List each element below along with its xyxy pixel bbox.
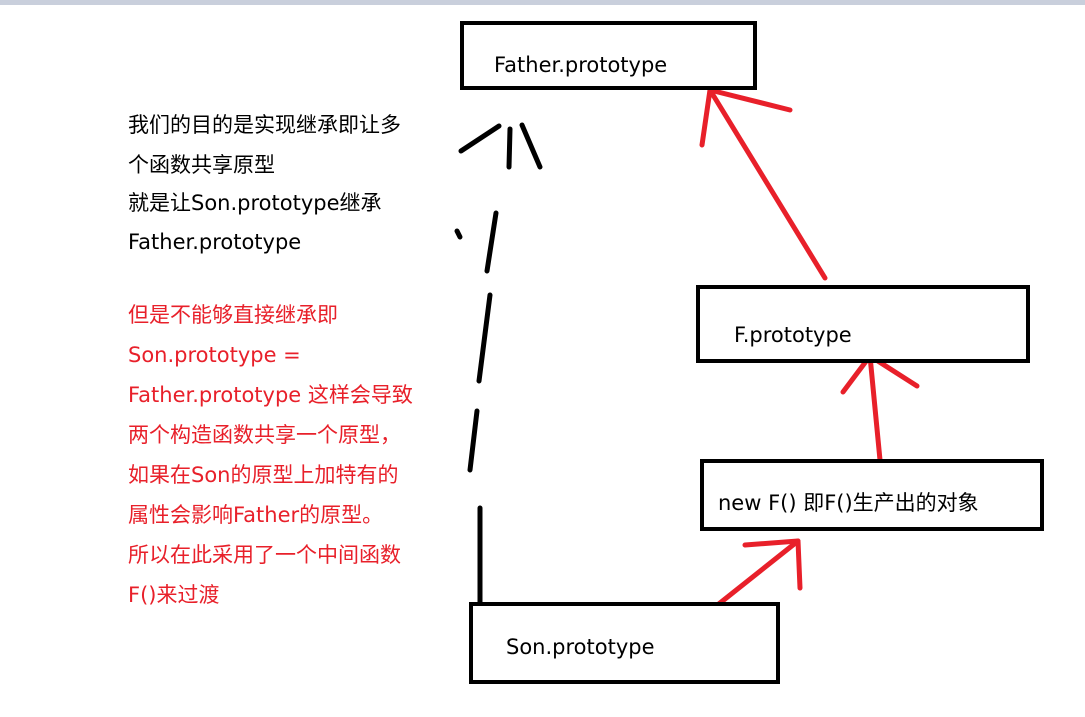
f-prototype-label: F.prototype [734, 323, 852, 347]
dash-segment [458, 123, 502, 154]
note-red-line: Son.prototype = [128, 343, 301, 367]
red-arrow-object-to-f [840, 353, 920, 463]
dash-segment [467, 408, 480, 473]
dash-segment [506, 126, 513, 170]
dash-segment [476, 292, 493, 384]
f-prototype-box: F.prototype [696, 285, 1030, 363]
dash-segment [519, 122, 543, 170]
note-red-line: 属性会影响Father的原型。 [128, 503, 384, 527]
note-red-line: 所以在此采用了一个中间函数 [128, 543, 401, 567]
son-prototype-box: Son.prototype [469, 602, 780, 684]
note-red-line: 但是不能够直接继承即 [128, 303, 338, 327]
father-prototype-box: Father.prototype [460, 21, 757, 90]
f-instance-box: new F() 即F()生产出的对象 [700, 459, 1044, 531]
son-prototype-label: Son.prototype [506, 635, 655, 659]
note-red-line: F()来过渡 [128, 583, 220, 607]
note-red-line: Father.prototype 这样会导致 [128, 383, 413, 407]
dash-segment [454, 228, 463, 240]
dash-segment [484, 210, 499, 274]
note-black-line: 就是让Son.prototype继承 [128, 191, 382, 215]
red-arrow-f-to-father [699, 87, 828, 281]
window-top-strip [0, 0, 1085, 5]
note-red-line: 两个构造函数共享一个原型， [128, 423, 401, 447]
note-black-line: 个函数共享原型 [128, 153, 275, 177]
note-black-line: Father.prototype [128, 230, 302, 254]
note-red-line: 如果在Son的原型上加特有的 [128, 463, 399, 487]
f-instance-label: new F() 即F()生产出的对象 [718, 491, 979, 515]
black-dashed-arrow [454, 122, 543, 610]
note-black-line: 我们的目的是实现继承即让多 [128, 113, 401, 137]
father-prototype-label: Father.prototype [494, 53, 668, 77]
